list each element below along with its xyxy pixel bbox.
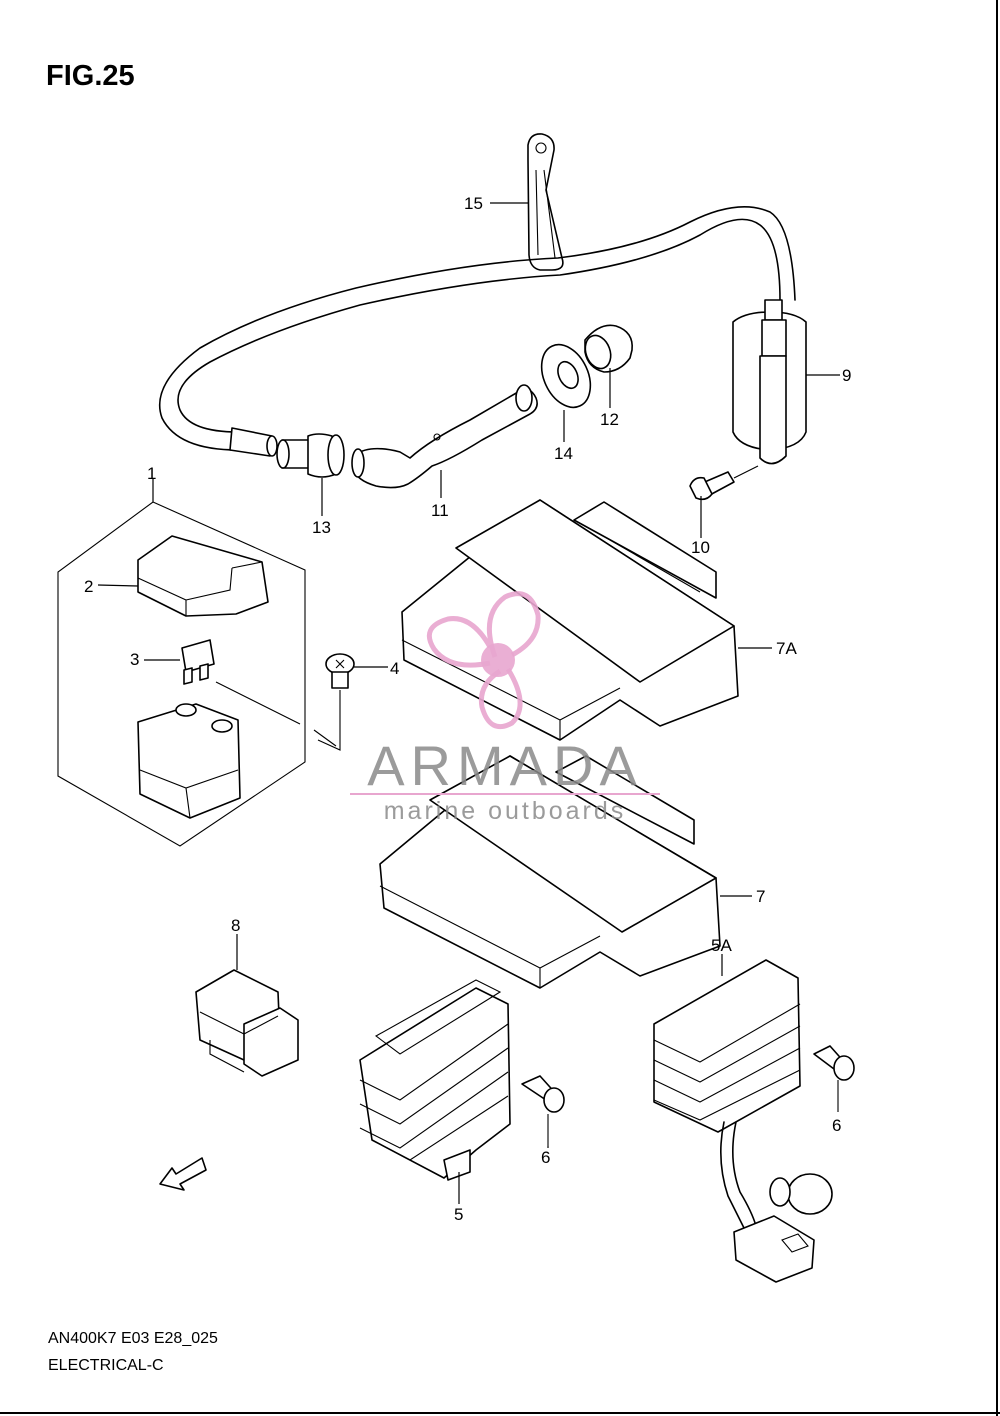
part-6-bolt-right [813,1045,855,1112]
callout-labels: 1 2 3 4 5 5A 6 6 7 7A 8 9 10 11 12 13 14… [84,194,851,1224]
callout-6-right: 6 [832,1116,841,1135]
part-1-kit-outline [57,501,306,847]
leader-lines [97,202,840,1204]
part-11-plug-cap [351,384,538,489]
callout-8: 8 [231,916,240,935]
part-14-washer [540,343,592,409]
diagram-code: AN400K7 E03 E28_025 [48,1330,218,1347]
callout-4: 4 [390,659,399,678]
callout-3: 3 [130,650,139,669]
callout-15: 15 [464,194,483,213]
part-15-clamp [527,133,564,271]
callout-10: 10 [691,538,710,557]
part-6-bolt-left [521,1075,565,1146]
callout-7: 7 [756,887,765,906]
frame-border-bottom [0,1412,1000,1414]
callout-7a: 7A [776,639,797,658]
part-8-connector [195,969,299,1077]
part-9-ignition-coil [732,299,807,465]
part-7-ecm [379,755,721,989]
callout-14: 14 [554,444,573,463]
part-5a-regulator [653,959,833,1283]
callout-11: 11 [431,501,449,520]
callout-12: 12 [600,410,619,429]
part-11-plug-lead [158,206,796,457]
part-12-sleeve [584,324,633,373]
part-3-fuse [181,639,215,685]
part-10-bolt [689,465,759,501]
diagram-section-name: ELECTRICAL-C [48,1357,164,1374]
part-2-cover [137,535,269,617]
part-5-regulator [359,979,511,1181]
callout-9: 9 [842,366,851,385]
fwd-arrow-icon [159,1157,207,1191]
callout-5a: 5A [711,936,732,955]
part-1-starter-relay [137,681,337,819]
figure-title: FIG.25 [46,60,135,92]
part-7a-ecm [401,499,739,741]
part-13-grommet [276,433,345,478]
part-4-screw [317,653,355,751]
callout-2: 2 [84,577,93,596]
callout-5: 5 [454,1205,463,1224]
callout-13: 13 [312,518,331,537]
frame-border-right [996,0,998,1416]
callout-6-left: 6 [541,1148,550,1167]
callout-1: 1 [147,464,156,483]
